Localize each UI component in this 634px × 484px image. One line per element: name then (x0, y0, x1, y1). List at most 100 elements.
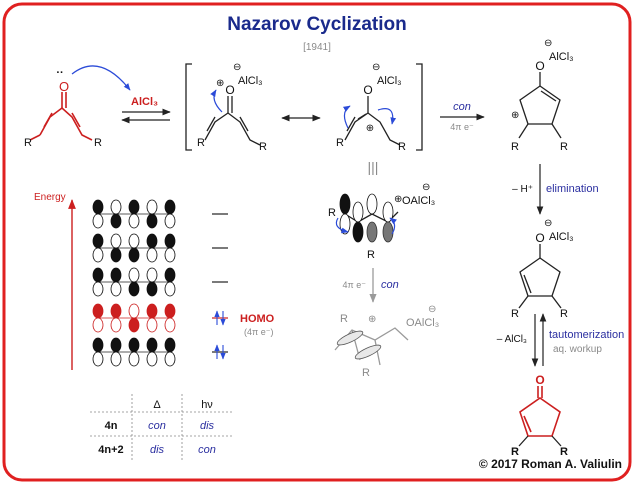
p-orbital-lobe (128, 247, 140, 263)
dienone-oxygen: O (59, 79, 69, 94)
p-orbital-lobe (146, 213, 158, 229)
form2-r-right: R (398, 141, 406, 153)
form2-oxygen: O (363, 83, 372, 97)
form1-alcl3-minus: ⊖ (233, 62, 241, 73)
p-orbital-lobe (110, 199, 122, 215)
p-orbital-lobe (110, 267, 122, 283)
dienone-structure: O ·· R R (24, 67, 102, 149)
p-orbital-lobe (146, 281, 158, 297)
p-orbital-lobe (92, 337, 104, 353)
ts-plus: ⊕ (394, 194, 402, 205)
oxyallyl-oxygen: O (535, 59, 544, 73)
form1-alcl3: AlCl₃ (238, 75, 263, 87)
con-label-mid: con (381, 279, 399, 291)
mo-level-1 (92, 199, 228, 229)
mo-level-4 (92, 303, 228, 333)
p-orbital-lobe (164, 317, 176, 333)
p-orbital-lobe (164, 281, 176, 297)
ts-minus: ⊖ (422, 182, 430, 193)
p-orbital-lobe (110, 281, 122, 297)
table-row-4n-hv: dis (200, 420, 215, 432)
enolate-alcl3: AlCl₃ (549, 231, 574, 243)
form1-r-left: R (197, 137, 205, 149)
form1-oxygen: O (225, 83, 234, 97)
parallel-mark: ||| (368, 159, 379, 175)
aluminum-enolate-structure: O AlCl₃ ⊖ R R (511, 218, 574, 320)
p-orbital-lobe (110, 247, 122, 263)
ts-oalcl3: OAlCl₃ (402, 195, 435, 207)
p-orbital-lobe (92, 303, 104, 319)
p-orbital-lobe (92, 281, 104, 297)
page-title: Nazarov Cyclization (227, 14, 407, 35)
p-orbital-lobe (128, 337, 140, 353)
minus-alcl3-label: – AlCl₃ (497, 334, 527, 345)
p-orbital-lobe (164, 213, 176, 229)
p-orbital-lobe (128, 281, 140, 297)
product-r-left: R (511, 446, 519, 458)
p-orbital-lobe (146, 351, 158, 367)
form1-r-right: R (259, 141, 267, 153)
dienone-lone-pair: ·· (56, 67, 63, 79)
form1-oxygen-plus: ⊕ (216, 78, 224, 89)
four-pi-label-top: 4π e⁻ (450, 122, 474, 132)
oxyallyl-r-left: R (511, 141, 519, 153)
table-row-4n-label: 4n (105, 420, 118, 432)
reagent-alcl3: AlCl₃ (131, 96, 158, 108)
dienone-r-right: R (94, 137, 102, 149)
p-orbital-lobe (146, 267, 158, 283)
p-orbital-lobe (146, 317, 158, 333)
tautomerization-label: tautomerization (549, 329, 624, 341)
p-orbital-lobe (92, 267, 104, 283)
homo-sub-label: (4π e⁻) (244, 327, 273, 337)
p-orbital-lobe (110, 233, 122, 249)
ts-r-bottom: R (367, 249, 375, 261)
oxyallyl-plus: ⊕ (511, 110, 519, 121)
p-orbital-lobe (110, 337, 122, 353)
pentadienyl-cation-form-1: O ⊕ AlCl₃ ⊖ R R (197, 62, 267, 153)
p-orbital-lobe (128, 351, 140, 367)
orbital-transition-state: R R ⊕ OAlCl₃ ⊖ (328, 182, 435, 261)
p-orbital-lobe (164, 337, 176, 353)
form2-alcl3-minus: ⊖ (372, 62, 380, 73)
energy-label: Energy (34, 192, 66, 203)
enolate-oxygen: O (535, 231, 544, 245)
oxyallyl-alcl3: AlCl₃ (549, 51, 574, 63)
p-orbital-lobe (128, 267, 140, 283)
pentadienyl-cation-form-2: O AlCl₃ ⊖ ⊕ R R (336, 62, 406, 153)
p-orbital-lobe (92, 199, 104, 215)
cyclopentenone-product: O R R (511, 373, 568, 458)
homo-label: HOMO (240, 313, 275, 325)
p-orbital-lobe (110, 213, 122, 229)
form2-alcl3: AlCl₃ (377, 75, 402, 87)
p-orbital-lobe (164, 303, 176, 319)
enolate-r-right: R (560, 308, 568, 320)
p-orbital-lobe (92, 351, 104, 367)
p-orbital-lobe (128, 213, 140, 229)
oxyallyl-cation-structure: O AlCl₃ ⊖ ⊕ R R (511, 38, 574, 153)
product-oxygen: O (535, 373, 544, 387)
p-orbital-lobe (92, 213, 104, 229)
bracket-left (185, 63, 192, 151)
gray-plus: ⊕ (368, 314, 376, 325)
p-orbital-lobe (164, 351, 176, 367)
p-orbital-lobe (110, 317, 122, 333)
p-orbital-lobe (92, 317, 104, 333)
enolate-minus: ⊖ (544, 218, 552, 229)
mo-level-5 (92, 337, 228, 367)
p-orbital-lobe (164, 199, 176, 215)
table-row-4n-delta: con (148, 420, 166, 432)
mo-levels (92, 199, 228, 367)
form2-r-left: R (336, 137, 344, 149)
form2-cation-plus: ⊕ (366, 123, 374, 134)
gray-minus: ⊖ (428, 304, 436, 315)
conrotated-intermediate: R R ⊕ OAlCl₃ ⊖ (334, 304, 439, 379)
table-header-hv: hν (201, 399, 213, 411)
table-header-delta: Δ (153, 399, 161, 411)
p-orbital-lobe (164, 267, 176, 283)
product-r-right: R (560, 446, 568, 458)
aq-workup-label: aq. workup (553, 344, 602, 355)
p-orbital-lobe (110, 351, 122, 367)
dienone-r-left: R (24, 137, 32, 149)
p-orbital-lobe (128, 303, 140, 319)
